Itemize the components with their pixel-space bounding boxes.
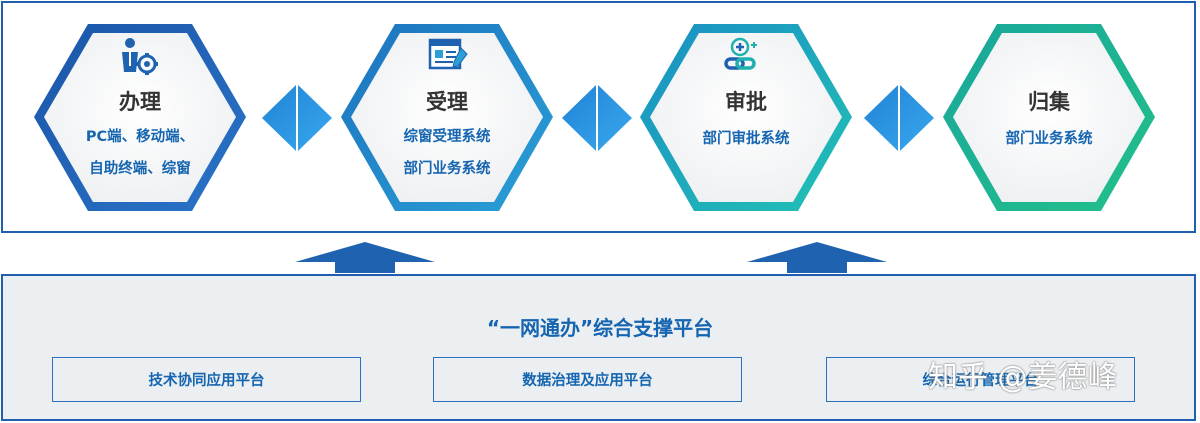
connector-arrow-2 (562, 84, 632, 152)
stage-hexagon-2 (341, 24, 553, 211)
module-box-2: 数据治理及应用平台 (433, 357, 742, 402)
up-arrow-right (747, 242, 887, 273)
stage-desc-2-line-2: 部门业务系统 (403, 161, 491, 177)
connector-arrow-3 (864, 84, 934, 152)
stage-desc-4-line-1: 部门业务系统 (1005, 131, 1093, 147)
stage-desc-1-line-1: PC端、移动端、 (85, 129, 195, 145)
stage-title-4: 归集 (1028, 90, 1070, 114)
stage-desc-1-line-2: 自助终端、综窗 (89, 161, 191, 177)
stage-hexagon-1 (34, 24, 246, 211)
stage-title-2: 受理 (426, 90, 468, 114)
stage-desc-3-line-1: 部门审批系统 (702, 131, 790, 147)
stage-title-1: 办理 (119, 90, 161, 114)
stage-title-3: 审批 (725, 90, 767, 114)
module-box-1: 技术协同应用平台 (52, 357, 361, 402)
connector-arrow-1 (262, 84, 332, 152)
stage-hexagon-4 (943, 24, 1155, 211)
businessman-gear-icon (122, 38, 158, 75)
stage-hexagon-3 (640, 24, 852, 211)
watermark: 知乎 @姜德峰 (928, 360, 1118, 395)
stage-desc-2-line-1: 综窗受理系统 (403, 129, 491, 145)
platform-title: “一网通办”综合支撑平台 (486, 316, 714, 340)
link-plus-icon (724, 37, 757, 70)
module-box-3: 综合运行管理平台 (826, 357, 1135, 402)
form-edit-icon (428, 38, 468, 70)
up-arrow-left (295, 242, 435, 273)
